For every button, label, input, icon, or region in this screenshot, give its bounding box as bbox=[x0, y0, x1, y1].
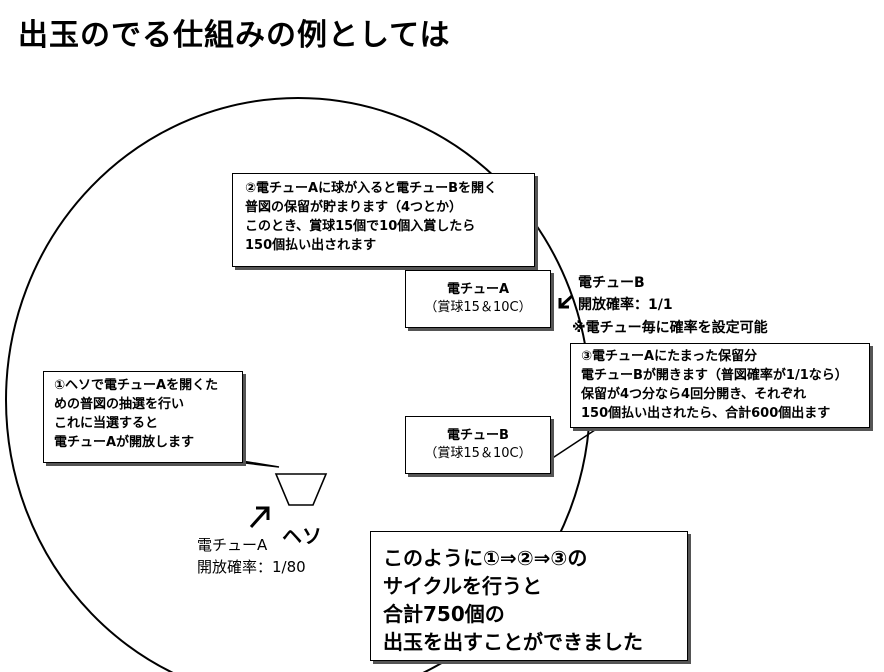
denchu-a-label-name: 電チューA bbox=[197, 536, 268, 554]
denchu-b-label: 電チューB 開放確率：1/1 bbox=[578, 272, 673, 316]
balloon2-line: 普図の保留が貯まります（4つとか） bbox=[245, 200, 463, 215]
page-title: 出玉のでる仕組みの例としては bbox=[18, 18, 451, 53]
denchu-a-open-rate: 開放確率：1/80 bbox=[197, 558, 306, 576]
denchu-a-name: 電チューA bbox=[446, 282, 510, 297]
balloon3-line: 150個払い出されたら、合計600個出ます bbox=[581, 406, 831, 421]
balloon3-line: 保留が4つ分なら4回分開き、それぞれ bbox=[581, 387, 807, 402]
balloon2-line: このとき、賞球15個で10個入賞したら bbox=[245, 219, 476, 234]
denchu-b-label-name: 電チューB bbox=[578, 275, 645, 291]
box-a-arrow bbox=[558, 294, 574, 309]
denchu-a-box: 電チューA （賞球15＆10C） bbox=[405, 270, 551, 328]
summary-line: このように①⇒②⇒③の bbox=[383, 546, 588, 570]
balloon1-line: これに当選すると bbox=[54, 416, 159, 431]
balloon1-line: 電チューAが開放します bbox=[54, 435, 195, 450]
balloon-step1: ①ヘソで電チューAを開くた めの普図の抽選を行い これに当選すると 電チューAが… bbox=[43, 371, 243, 463]
balloon-step2: ②電チューAに球が入ると電チューBを開く 普図の保留が貯まります（4つとか） こ… bbox=[232, 173, 535, 267]
heso-label: ヘソ bbox=[282, 524, 322, 548]
balloon3-line: ③電チューAにたまった保留分 bbox=[581, 349, 758, 364]
denchu-b-box: 電チューB （賞球15＆10C） bbox=[405, 416, 551, 474]
denchu-b-name: 電チューB bbox=[447, 428, 509, 443]
denchu-a-label: 電チューA 開放確率：1/80 bbox=[197, 534, 306, 578]
denchu-a-payout: （賞球15＆10C） bbox=[424, 300, 532, 315]
balloon-step3: ③電チューAにたまった保留分 電チューBが開きます（普図確率が1/1なら） 保留… bbox=[570, 343, 870, 428]
probability-note: ※電チュー毎に確率を設定可能 bbox=[572, 320, 768, 336]
balloon3-pointer bbox=[550, 427, 599, 460]
balloon1-line: めの普図の抽選を行い bbox=[54, 397, 185, 412]
balloon3-line: 電チューBが開きます（普図確率が1/1なら） bbox=[581, 368, 848, 383]
summary-line: 合計750個の bbox=[383, 602, 505, 626]
balloon2-line: 150個払い出されます bbox=[245, 238, 377, 253]
summary-line: サイクルを行うと bbox=[383, 574, 542, 598]
summary-line: 出玉を出すことができました bbox=[383, 630, 643, 654]
balloon1-line: ①ヘソで電チューAを開くた bbox=[54, 378, 219, 393]
heso-cup bbox=[274, 473, 328, 506]
denchu-b-payout: （賞球15＆10C） bbox=[424, 446, 532, 461]
balloon2-line: ②電チューAに球が入ると電チューBを開く bbox=[245, 181, 497, 196]
denchu-b-open-rate: 開放確率：1/1 bbox=[578, 297, 673, 313]
summary-box: このように①⇒②⇒③の サイクルを行うと 合計750個の 出玉を出すことができま… bbox=[370, 531, 688, 661]
heso-arrow bbox=[249, 506, 270, 529]
